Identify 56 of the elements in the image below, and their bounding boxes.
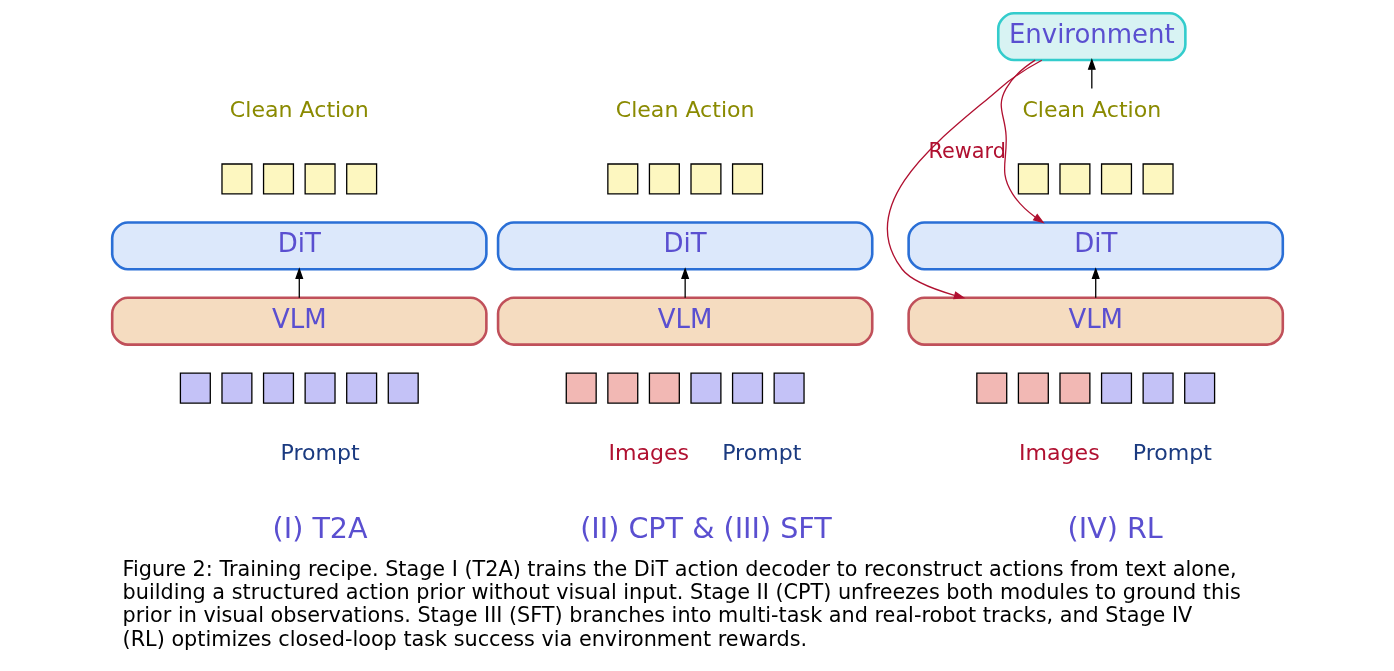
node-box	[773, 372, 805, 404]
edge-label: Reward	[928, 138, 1006, 163]
node-box: DiT	[110, 221, 488, 271]
node-box	[345, 163, 377, 195]
node-box: VLM	[496, 296, 874, 346]
node-box	[565, 372, 597, 404]
node-box	[1058, 163, 1090, 195]
node-box	[1017, 372, 1049, 404]
node-box	[345, 372, 377, 404]
node-box: DiT	[496, 221, 874, 271]
arrow	[1091, 267, 1100, 299]
node-box	[689, 372, 722, 404]
arrow	[680, 267, 689, 299]
node-box	[648, 372, 680, 404]
label: Clean Action	[229, 97, 369, 123]
node-box	[262, 163, 294, 195]
node-text: Clean Action	[1021, 97, 1161, 123]
node-box	[1100, 372, 1132, 404]
node-box	[1100, 163, 1132, 195]
node-box	[648, 163, 680, 195]
node-box	[1183, 372, 1215, 404]
node-box: VLM	[110, 296, 488, 346]
arrow	[294, 267, 303, 299]
label: Images	[1018, 440, 1100, 466]
arrow	[1087, 58, 1096, 90]
label: Images	[607, 440, 689, 466]
arrow	[1000, 59, 1045, 224]
label: Prompt	[721, 440, 801, 466]
label: (I) T2A	[272, 510, 368, 545]
node-box	[606, 372, 638, 404]
label: Clean Action	[615, 97, 755, 123]
node-box	[1017, 163, 1049, 195]
arrow	[886, 59, 1042, 300]
node-box	[220, 372, 252, 404]
node-box	[1058, 372, 1090, 404]
node-box	[606, 163, 638, 195]
node-box	[220, 163, 252, 195]
node-box	[975, 372, 1007, 404]
node-box	[304, 372, 336, 404]
label: Prompt	[1132, 440, 1212, 466]
node-box	[179, 372, 211, 404]
label: Prompt	[279, 440, 360, 466]
label: (IV) RL	[1067, 510, 1163, 545]
node-box	[1142, 372, 1174, 404]
node-box	[304, 163, 336, 195]
node-box	[731, 372, 763, 404]
node-box: Environment	[996, 12, 1187, 62]
node-box	[731, 163, 763, 195]
node-box	[689, 163, 722, 195]
node-box	[387, 372, 419, 404]
label: (II) CPT & (III) SFT	[579, 510, 832, 545]
node-box	[262, 372, 294, 404]
node-box	[1142, 163, 1174, 195]
caption: Figure 2: Training recipe. Stage I (T2A) trains the DiT action decoder to reconstruct actions from text alone, building a structured action prior without visual input. Stage II (CPT) unfreezes both modules to ground this prior in visual observations. Stage III (SFT) branches into multi-task and real-robot tracks, and Stage IV (RL) optimizes closed-loop task success via environment rewards.	[122, 556, 1241, 651]
node-box: VLM	[906, 296, 1284, 346]
node-box: DiT	[906, 221, 1284, 271]
